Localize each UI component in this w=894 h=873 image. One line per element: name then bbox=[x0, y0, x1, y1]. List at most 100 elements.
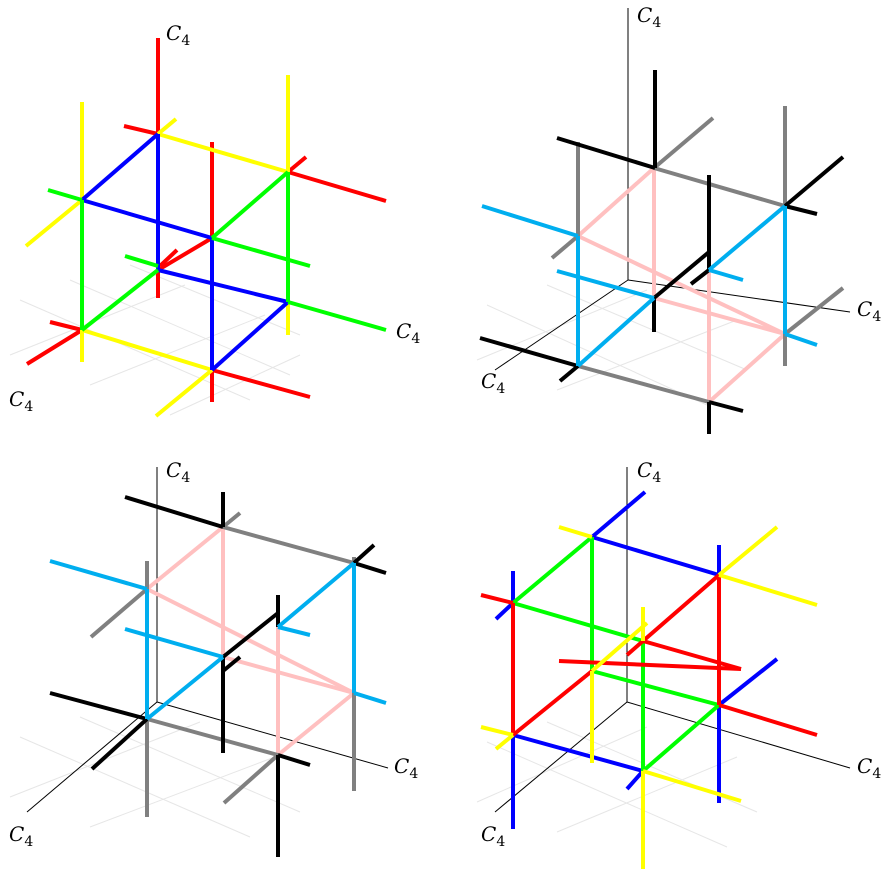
red-line bbox=[287, 170, 387, 203]
green-line bbox=[124, 254, 159, 268]
yellow-line bbox=[81, 328, 213, 372]
axis-right bbox=[156, 701, 389, 769]
green-line bbox=[47, 188, 83, 202]
blue-line bbox=[625, 769, 645, 791]
cyan-line bbox=[481, 204, 579, 238]
cyan-line bbox=[708, 268, 744, 282]
blue-line bbox=[494, 601, 515, 621]
gray-line bbox=[146, 717, 279, 757]
axis-label-vertical: C4 bbox=[166, 458, 190, 486]
axis-right bbox=[627, 279, 851, 313]
axis-front bbox=[494, 701, 628, 813]
yellow-line bbox=[157, 132, 289, 174]
pink-line bbox=[222, 655, 355, 695]
panel-top-right-svg: C4 C4 C4 bbox=[476, 3, 881, 434]
floor-grid bbox=[9, 716, 301, 838]
gray-line bbox=[652, 116, 715, 170]
cyan-line bbox=[784, 332, 818, 347]
panel-top-right: C4 C4 C4 bbox=[447, 0, 894, 436]
black-line bbox=[479, 336, 579, 368]
cyan-line bbox=[145, 655, 225, 721]
pink-line bbox=[576, 166, 656, 238]
yellow-line bbox=[480, 725, 514, 737]
pink-line bbox=[276, 691, 356, 757]
red-line bbox=[123, 124, 159, 136]
yellow-line bbox=[558, 525, 593, 539]
red-line bbox=[642, 639, 742, 671]
black-line bbox=[352, 543, 376, 565]
green-line bbox=[210, 170, 290, 240]
axis-label-front: C4 bbox=[9, 387, 33, 415]
axes bbox=[494, 467, 851, 813]
axis-label-front: C4 bbox=[481, 822, 505, 850]
cyan-line bbox=[124, 627, 224, 659]
black-line bbox=[221, 611, 280, 659]
green-line bbox=[211, 236, 311, 268]
pink-line bbox=[145, 525, 225, 591]
black-line bbox=[49, 691, 148, 721]
cyan-line bbox=[576, 296, 656, 368]
gray-line bbox=[653, 166, 786, 208]
black-line bbox=[689, 268, 711, 286]
red-line bbox=[625, 639, 645, 657]
gray-line bbox=[89, 587, 149, 639]
panel-bottom-right-svg: C4 C4 C4 bbox=[476, 458, 881, 869]
yellow-line bbox=[642, 769, 742, 803]
yellow-line bbox=[24, 198, 84, 248]
red-line bbox=[641, 573, 721, 643]
black-line bbox=[708, 400, 744, 413]
red-line bbox=[558, 659, 742, 671]
axis-label-vertical: C4 bbox=[166, 21, 190, 49]
pink-line bbox=[653, 296, 786, 336]
blue-line bbox=[210, 300, 290, 372]
black-line bbox=[221, 655, 242, 673]
lattice-lines bbox=[24, 38, 387, 418]
yellow-line bbox=[156, 117, 178, 136]
red-line bbox=[211, 368, 311, 399]
floor-grid bbox=[9, 264, 301, 416]
black-line bbox=[124, 495, 224, 529]
panel-bottom-left-svg: C4 C4 C4 bbox=[9, 458, 418, 857]
black-line bbox=[353, 561, 387, 575]
yellow-line bbox=[590, 621, 649, 673]
black-line bbox=[90, 717, 149, 771]
pink-line bbox=[146, 587, 355, 695]
blue-line bbox=[590, 490, 647, 539]
gray-line bbox=[221, 511, 242, 529]
axis-front bbox=[26, 701, 158, 813]
yellow-line bbox=[154, 368, 214, 418]
yellow-line bbox=[717, 525, 779, 577]
yellow-line bbox=[718, 573, 818, 607]
red-line bbox=[156, 236, 214, 272]
red-line bbox=[158, 248, 179, 268]
axis-right bbox=[626, 701, 851, 769]
gray-line bbox=[783, 286, 845, 336]
axis-label-right: C4 bbox=[857, 297, 881, 325]
green-line bbox=[512, 601, 644, 643]
axis-label-vertical: C4 bbox=[637, 3, 661, 31]
axis-label-front: C4 bbox=[481, 369, 505, 397]
cyan-line bbox=[277, 625, 311, 637]
axis-label-right: C4 bbox=[857, 754, 881, 782]
gray-line bbox=[222, 753, 280, 805]
cyan-line bbox=[276, 561, 356, 629]
green-line bbox=[287, 300, 387, 332]
pink-line bbox=[707, 332, 787, 404]
green-line bbox=[591, 669, 720, 707]
black-line bbox=[783, 155, 845, 208]
blue-line bbox=[591, 535, 720, 577]
axis-label-vertical: C4 bbox=[637, 458, 661, 486]
panel-bottom-right: C4 C4 C4 bbox=[447, 437, 894, 873]
axes bbox=[494, 8, 851, 371]
black-line bbox=[558, 364, 580, 383]
yellow-line bbox=[494, 733, 515, 751]
blue-line bbox=[81, 198, 213, 240]
lattice-lines bbox=[479, 70, 845, 434]
green-line bbox=[80, 268, 160, 332]
axis-label-right: C4 bbox=[394, 754, 418, 782]
black-line bbox=[277, 753, 311, 767]
black-line bbox=[784, 204, 818, 216]
red-line bbox=[511, 669, 594, 737]
blue-line bbox=[512, 733, 644, 773]
